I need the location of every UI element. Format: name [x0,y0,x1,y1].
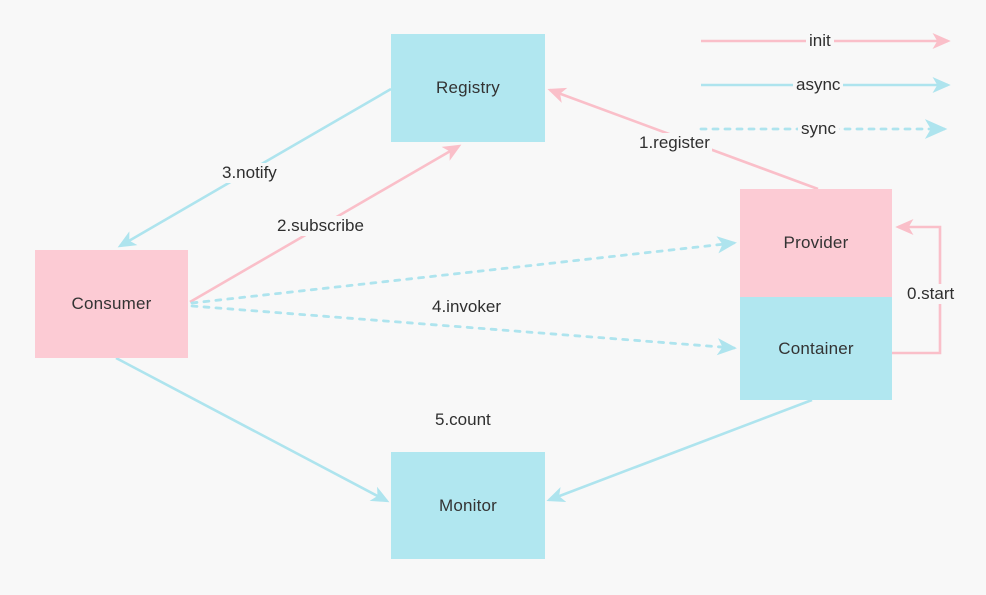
legend-label-async: async [793,75,844,95]
node-container[interactable]: Container [740,297,892,400]
node-consumer-label: Consumer [71,294,152,313]
node-provider-label: Provider [783,233,849,252]
edge-label-start: 0.start [905,284,957,304]
node-monitor-label: Monitor [438,495,498,515]
node-monitor[interactable]: Monitor [391,452,545,559]
edge-invoker-provider [190,236,737,305]
edge-label-register: 1.register [637,133,712,153]
edge-label-invoker: 4.invoker [430,297,503,317]
edge-count-container [546,398,813,502]
node-registry[interactable]: Registry [391,34,545,142]
node-registry-label: Registry [436,78,500,97]
edge-label-notify: 3.notify [220,163,279,183]
node-container-label: Container [778,338,854,358]
node-provider[interactable]: Provider [740,189,892,297]
node-consumer[interactable]: Consumer [35,250,188,358]
edge-label-subscribe: 2.subscribe [275,216,366,236]
edge-count-consumer [115,356,390,503]
edge-label-count: 5.count [433,410,493,430]
legend-label-sync: sync [798,119,839,139]
legend-label-init: init [806,31,834,51]
